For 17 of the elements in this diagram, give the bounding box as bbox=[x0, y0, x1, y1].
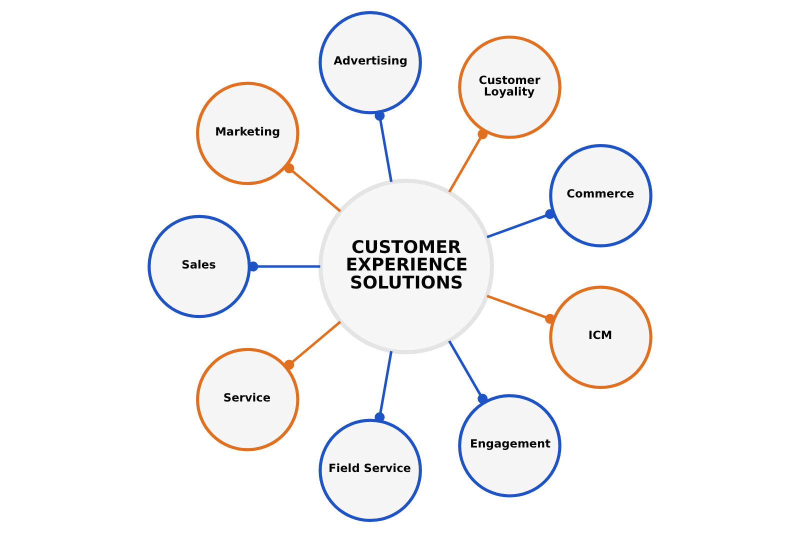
connector bbox=[486, 294, 556, 324]
connector bbox=[284, 163, 342, 212]
connector bbox=[486, 209, 556, 238]
node-circle: Service bbox=[196, 348, 300, 452]
node-circle: ICM bbox=[549, 286, 652, 389]
connector bbox=[374, 110, 393, 182]
connector bbox=[248, 261, 320, 272]
node-circle: Sales bbox=[148, 214, 251, 318]
node-circle: Advertising bbox=[318, 10, 422, 114]
connector bbox=[448, 129, 488, 193]
connector bbox=[374, 350, 393, 422]
connector bbox=[448, 340, 488, 404]
connector bbox=[284, 320, 342, 370]
node-circle: CUSTOMER EXPERIENCE SOLUTIONS bbox=[318, 178, 494, 354]
node-circle: Marketing bbox=[196, 82, 300, 186]
node-circle: Commerce bbox=[549, 144, 652, 248]
node-circle: Field Service bbox=[318, 418, 422, 522]
